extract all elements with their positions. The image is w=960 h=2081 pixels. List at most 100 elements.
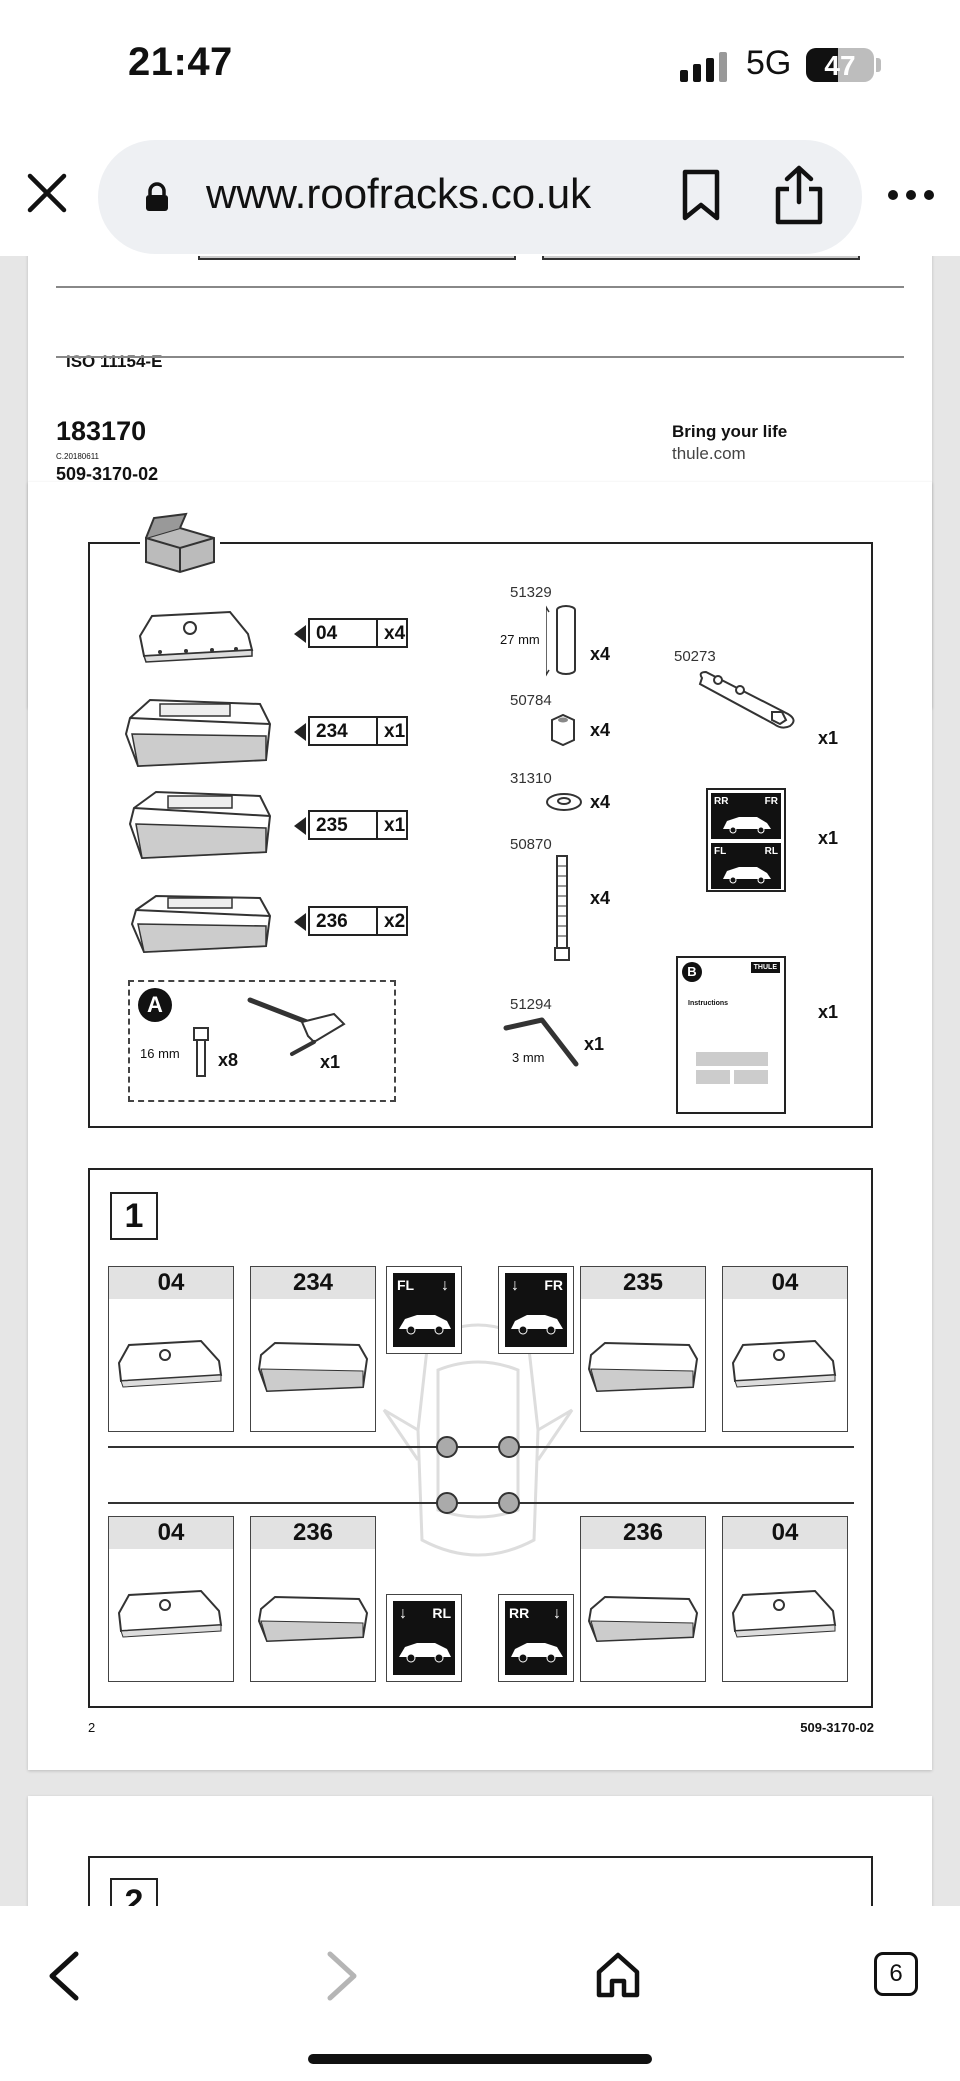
doc-number: 183170 [56, 416, 147, 446]
close-icon[interactable] [24, 170, 70, 216]
sticker-label: RL [764, 846, 778, 857]
part-code: 235 [310, 812, 378, 838]
address-bar[interactable] [98, 140, 862, 254]
browser-toolbar: www.roofracks.co.uk [0, 130, 960, 256]
part-label-235: 235 x1 [294, 810, 408, 840]
step-1-box: 1 04 234 FL [88, 1168, 873, 1708]
part-qty: x1 [384, 815, 406, 836]
battery-level: 47 [824, 50, 856, 81]
arrow-down-icon: ↓ [399, 1605, 407, 1622]
sticker-fill: ↓ FR [505, 1273, 567, 1347]
pointer-arrow [294, 913, 306, 931]
parts-list-box: 04 x4 234 x1 [88, 512, 873, 1128]
bolt-qty: x8 [218, 1050, 239, 1070]
part-card-code: 04 [723, 1517, 847, 1549]
position-label: FL [397, 1277, 415, 1293]
part-number: 50784 [510, 692, 552, 709]
sticker-label: RR [714, 796, 729, 807]
part-qty: x1 [818, 728, 839, 748]
car-icon [399, 1643, 451, 1663]
allen-key-illustration [503, 1017, 579, 1067]
lock-icon [146, 182, 168, 211]
part-card: 04 [722, 1266, 848, 1432]
spacer-illustration [546, 605, 576, 677]
foot-point-fl [436, 1436, 458, 1458]
sticker-front: FL RL [711, 843, 781, 889]
part-label-04: 04 x4 [294, 618, 408, 648]
back-icon[interactable] [46, 1950, 82, 2002]
part-qty: x1 [818, 1002, 839, 1022]
car-top-view-illustration [382, 1323, 574, 1557]
part-card: 04 [722, 1516, 848, 1682]
position-sticker-fl: FL ↓ [386, 1266, 462, 1354]
key-qty: x1 [320, 1052, 341, 1072]
network-type: 5G [746, 44, 792, 82]
signal-icon [680, 52, 727, 82]
home-indicator [308, 2054, 652, 2064]
divider [56, 356, 904, 358]
pad-icon [257, 1595, 369, 1643]
part-code: 04 [310, 620, 378, 646]
part-card-code: 235 [581, 1267, 705, 1299]
kit-a-badge: A [138, 988, 172, 1022]
part-card: 234 [250, 1266, 376, 1432]
part-card-code: 236 [581, 1517, 705, 1549]
battery-icon: 47 [806, 48, 874, 82]
page-number: 2 [88, 1720, 96, 1735]
position-sticker-rr: RR ↓ [498, 1594, 574, 1682]
arrow-down-icon: ↓ [441, 1277, 449, 1294]
washer-illustration [546, 793, 582, 811]
tabs-button[interactable]: 6 [874, 1952, 918, 1996]
sticker-fill: RR ↓ [505, 1601, 567, 1675]
sticker-rear: RR FR [711, 793, 781, 839]
document-viewer[interactable]: ISO 11154-E 183170 C.20180611 509-3170-0… [0, 256, 960, 1906]
doc-subnumber: 509-3170-02 [56, 464, 159, 484]
bracket-04-illustration [138, 610, 254, 663]
pointer-arrow [294, 817, 306, 835]
arrow-down-icon: ↓ [511, 1277, 519, 1294]
bolt-size: 16 mm [140, 1046, 180, 1061]
doc-date: C.20180611 [56, 452, 99, 461]
car-icon [723, 867, 771, 884]
part-label-236: 236 x2 [294, 906, 408, 936]
car-icon [399, 1315, 451, 1335]
part-number: 51329 [510, 584, 552, 601]
sticker-fill: ↓ RL [393, 1601, 455, 1675]
booklet-figure [696, 1070, 730, 1084]
part-number: 31310 [510, 770, 552, 787]
battery-tip [876, 58, 881, 72]
part-qty: x4 [590, 792, 611, 812]
part-qty: x4 [384, 623, 406, 644]
bookmark-icon[interactable] [676, 168, 726, 222]
part-card-code: 04 [109, 1517, 233, 1549]
part-label-234: 234 x1 [294, 716, 408, 746]
pad-icon [587, 1595, 699, 1643]
part-number: 50273 [674, 648, 716, 665]
bracket-icon [117, 1589, 223, 1638]
kit-a-box: A 16 mm x8 x1 [128, 980, 396, 1102]
foot-point-fr [498, 1436, 520, 1458]
bolt-illustration [193, 1027, 209, 1077]
position-sticker-fr: ↓ FR [498, 1266, 574, 1354]
car-icon [511, 1315, 563, 1335]
sticker-label: FR [764, 796, 778, 807]
foot-point-rr [498, 1492, 520, 1514]
clock: 21:47 [128, 40, 233, 84]
more-icon[interactable] [886, 188, 936, 202]
url-text[interactable]: www.roofracks.co.uk [206, 170, 592, 217]
forward-icon[interactable] [324, 1950, 360, 2002]
package-icon [140, 512, 220, 576]
pointer-arrow [294, 625, 306, 643]
roof-bar-front [108, 1446, 854, 1448]
position-stickers: RR FR FL RL [706, 788, 786, 892]
position-label: FR [544, 1277, 563, 1293]
sticker-fill: FL ↓ [393, 1273, 455, 1347]
doc-code: 509-3170-02 [800, 1720, 874, 1735]
pad-234-illustration [124, 698, 272, 768]
position-sticker-rl: ↓ RL [386, 1594, 462, 1682]
position-label: RL [432, 1605, 451, 1621]
booklet-badge: B [682, 962, 702, 982]
home-icon[interactable] [594, 1950, 642, 2000]
divider [56, 286, 904, 288]
share-icon[interactable] [770, 164, 828, 226]
